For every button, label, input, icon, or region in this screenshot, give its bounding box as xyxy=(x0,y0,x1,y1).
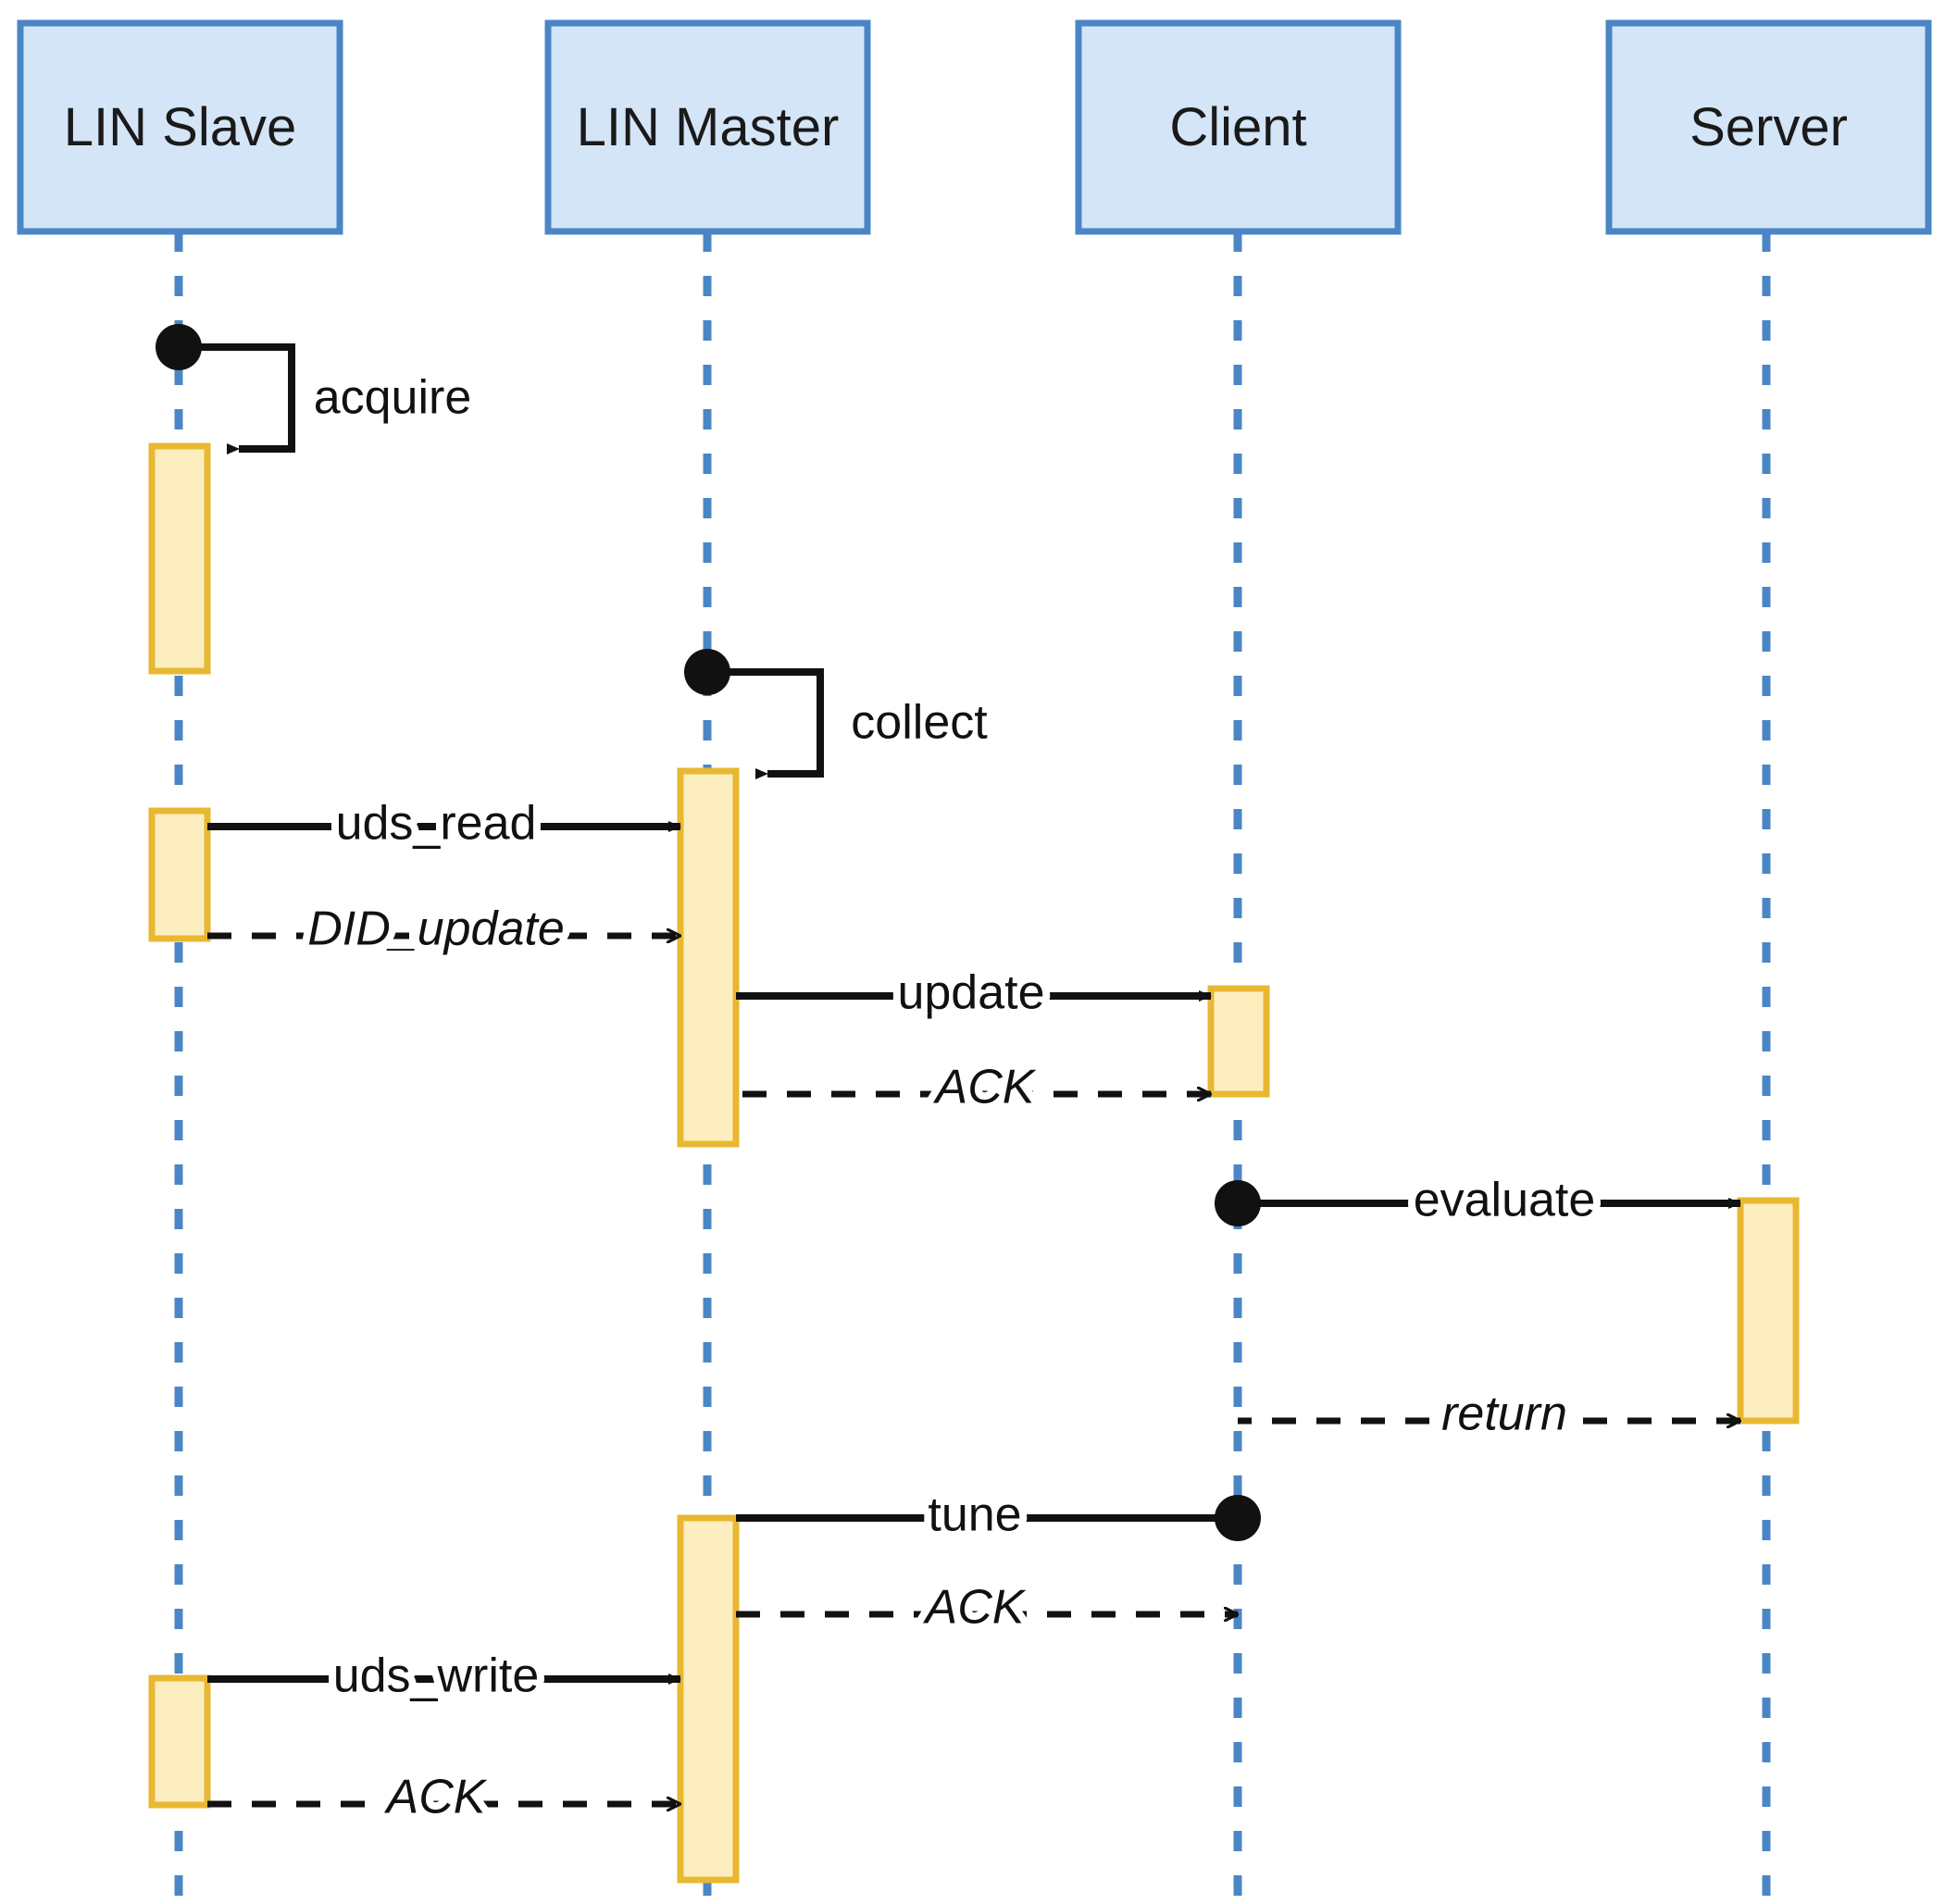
message-label-halo: acquire xyxy=(314,371,472,425)
activation-bar xyxy=(1737,1197,1800,1425)
message-label-m8: return xyxy=(1441,1388,1567,1441)
message-label-halo: DID_update xyxy=(307,902,565,956)
message-label-halo: evaluate xyxy=(1414,1174,1596,1227)
message-label-m5: update xyxy=(897,966,1044,1020)
message-label-halo: uds_write xyxy=(333,1649,540,1703)
activation-bar xyxy=(148,442,211,675)
message-label-m4: DID_update xyxy=(307,902,565,956)
participant-box-lin_master[interactable] xyxy=(544,19,871,235)
message-label-m10: ACK xyxy=(923,1581,1027,1635)
participant-box-server[interactable] xyxy=(1605,19,1932,235)
found-message-dot xyxy=(1215,1495,1261,1541)
message-label-halo: ACK xyxy=(923,1581,1027,1635)
found-message-dot xyxy=(684,649,730,695)
messages-group xyxy=(179,343,1741,1804)
message-label-m1: acquire xyxy=(314,371,472,425)
participant-label-lin_slave: LIN Slave xyxy=(64,97,296,157)
message-label-m6: ACK xyxy=(933,1061,1037,1114)
self-message-m2 xyxy=(707,668,824,779)
activations-group xyxy=(148,442,1800,1884)
activation-bar xyxy=(677,767,740,1148)
message-label-m7: evaluate xyxy=(1414,1174,1596,1227)
participant-box-lin_slave[interactable] xyxy=(17,19,343,235)
participant-label-lin_master: LIN Master xyxy=(577,97,840,157)
message-label-m2: collect xyxy=(851,696,988,750)
participant-label-client: Client xyxy=(1169,97,1306,157)
participant-box-client[interactable] xyxy=(1075,19,1402,235)
message-label-halo: tune xyxy=(928,1488,1021,1542)
message-label-halo: collect xyxy=(851,696,988,750)
activation-bar xyxy=(148,807,211,942)
message-label-halo: ACK xyxy=(384,1771,488,1824)
message-label-m9: tune xyxy=(928,1488,1021,1542)
self-message-m1 xyxy=(179,343,295,454)
activation-bar xyxy=(1207,985,1270,1098)
message-label-halo: update xyxy=(897,966,1044,1020)
participant-label-server: Server xyxy=(1689,97,1848,157)
message-label-m3: uds_read xyxy=(336,797,537,851)
found-message-dot xyxy=(156,324,202,370)
message-label-halo: ACK xyxy=(933,1061,1037,1114)
participant-boxes-group xyxy=(17,19,1932,235)
message-label-halo: uds_read xyxy=(336,797,537,851)
found-markers-group xyxy=(156,324,1261,1541)
activation-bar xyxy=(148,1674,211,1809)
message-label-m11: uds_write xyxy=(333,1649,540,1703)
message-label-halo: return xyxy=(1441,1388,1567,1441)
message-label-m12: ACK xyxy=(384,1771,488,1824)
activation-bar xyxy=(677,1514,740,1884)
found-message-dot xyxy=(1215,1180,1261,1226)
